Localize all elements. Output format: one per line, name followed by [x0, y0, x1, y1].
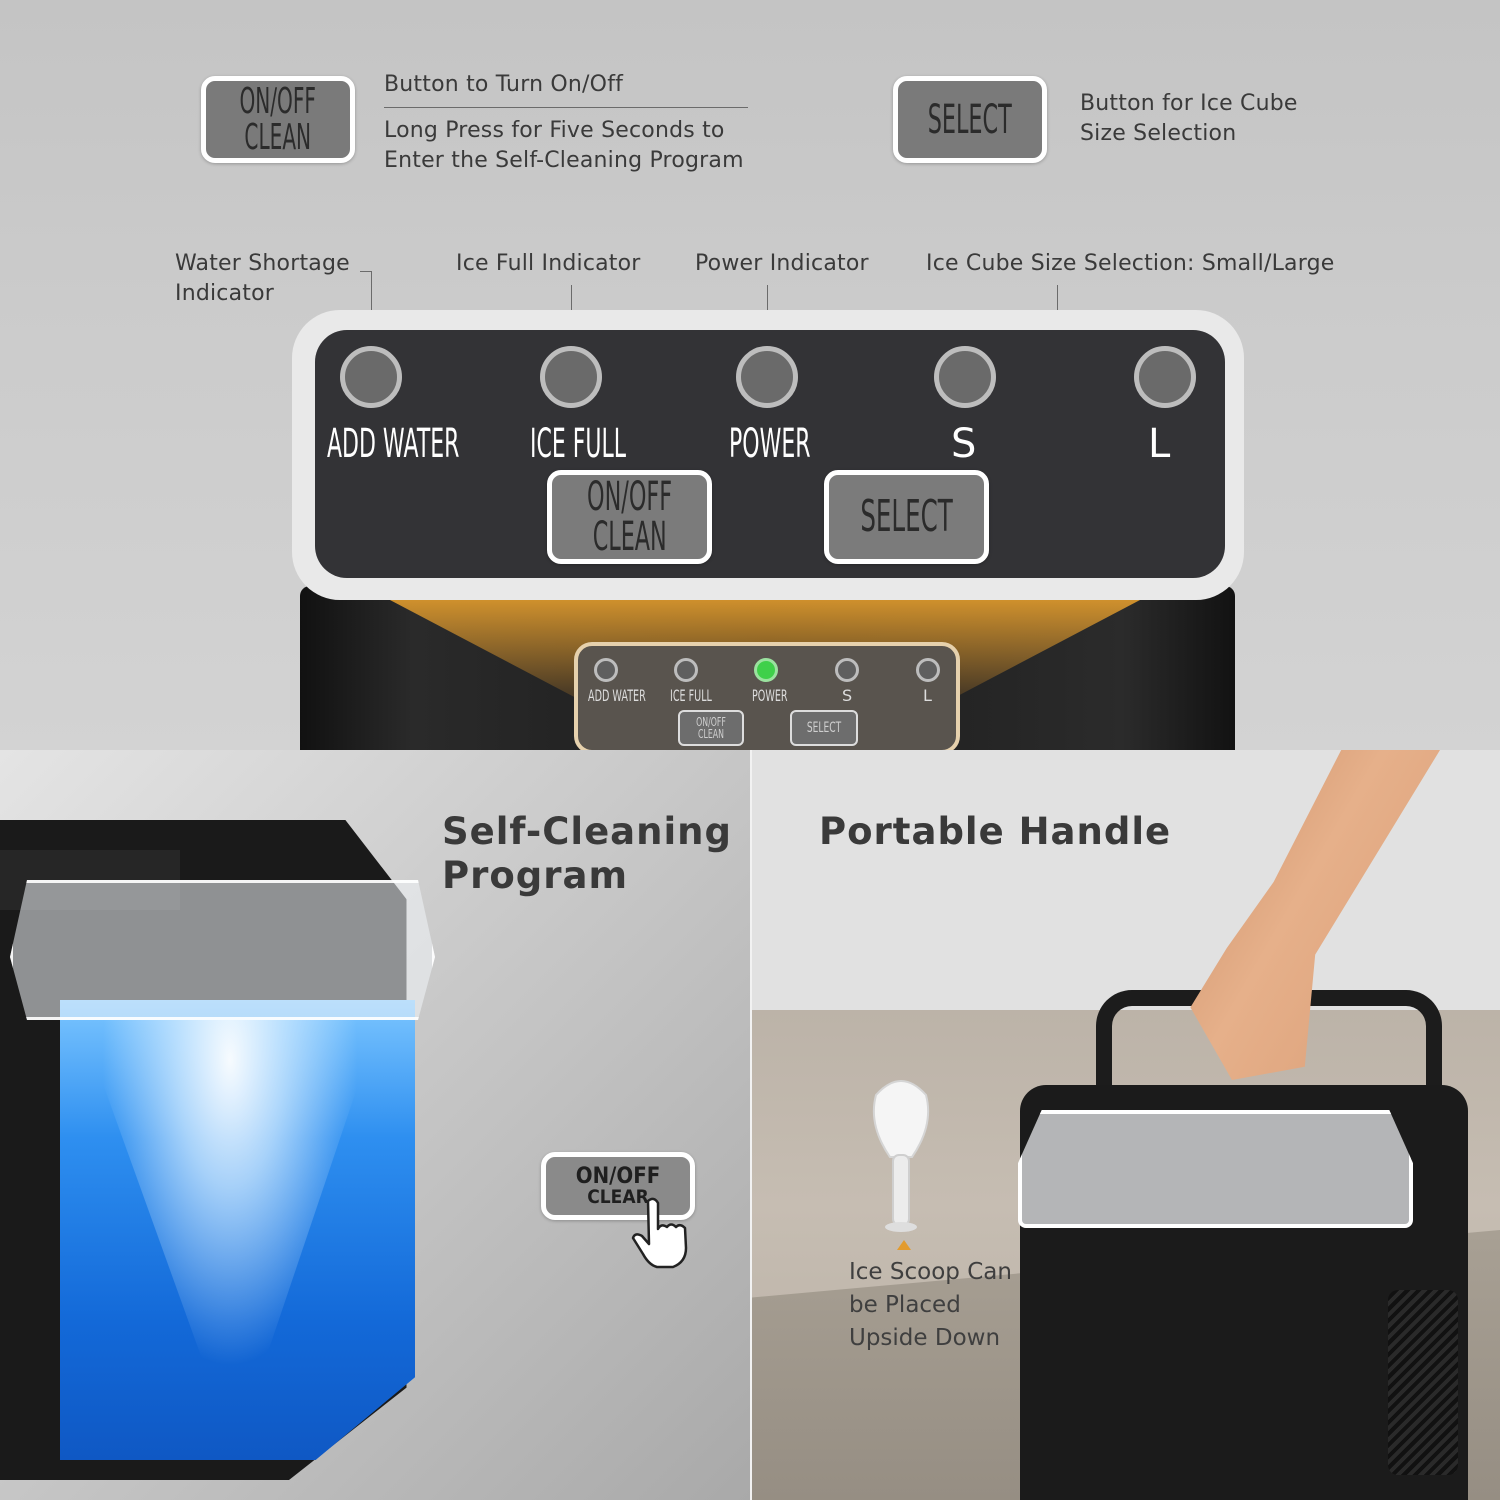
mini-ice-full-led — [674, 658, 698, 682]
mini-label-add-water: ADD WATER — [588, 686, 646, 705]
callout-ice-full: Ice Full Indicator — [456, 251, 641, 276]
onoff-clear-button-illustration: ON/OFF CLEAR — [541, 1152, 695, 1220]
callout-line-water-v — [371, 271, 372, 341]
onoff-label: ON/OFF — [239, 80, 317, 122]
mini-label-l: L — [923, 686, 932, 705]
panel-label-l: L — [1148, 421, 1171, 467]
add-water-led — [340, 346, 402, 408]
callout-power: Power Indicator — [695, 251, 869, 276]
ice-maker-lid — [1018, 1110, 1413, 1228]
ice-scoop-caption-line1: Ice Scoop Can — [849, 1259, 1012, 1285]
select-label: SELECT — [928, 96, 1012, 143]
caption-divider — [384, 107, 748, 108]
self-cleaning-title-line2: Program — [442, 854, 629, 897]
callout-size-selection: Ice Cube Size Selection: Small/Large — [926, 251, 1335, 276]
ice-scoop-caption-line2: be Placed — [849, 1292, 961, 1318]
mini-label-s: S — [842, 686, 853, 705]
self-cleaning-title-line1: Self-Cleaning — [442, 810, 732, 853]
select-caption-line1: Button for Ice Cube — [1080, 91, 1298, 116]
panel-onoff-label: ON/OFF — [587, 474, 672, 520]
ice-scoop-caption-line3: Upside Down — [849, 1325, 1001, 1351]
panel-select-label: SELECT — [860, 491, 953, 542]
onoff-clear-line1: ON/OFF — [575, 1163, 661, 1189]
pointing-hand-icon — [631, 1197, 688, 1269]
panel-clean-label: CLEAN — [592, 514, 667, 560]
clean-label: CLEAN — [244, 116, 312, 158]
ice-full-led — [540, 346, 602, 408]
callout-line-size-stem — [1057, 285, 1058, 320]
transparent-lid — [10, 880, 435, 1020]
mini-label-ice-full: ICE FULL — [670, 686, 712, 705]
callout-water-shortage-line2: Indicator — [175, 281, 275, 306]
large-size-led — [1134, 346, 1196, 408]
onoff-caption-2-line1: Long Press for Five Seconds to — [384, 118, 725, 143]
panel-label-ice-full: ICE FULL — [530, 421, 627, 467]
mini-large-led — [916, 658, 940, 682]
mini-select-button: SELECT — [790, 710, 858, 746]
mini-label-power: POWER — [752, 686, 788, 705]
panel-label-power: POWER — [729, 421, 811, 467]
onoff-clear-line2: CLEAR — [587, 1185, 649, 1208]
panel-label-add-water: ADD WATER — [327, 421, 460, 467]
small-size-led — [934, 346, 996, 408]
onoff-caption-1: Button to Turn On/Off — [384, 72, 624, 97]
mini-add-water-led — [594, 658, 618, 682]
ice-scoop-caption: Ice Scoop Can be Placed Upside Down — [849, 1256, 1012, 1355]
callout-line-water-h — [360, 271, 372, 272]
callout-water-shortage-line1: Water Shortage — [175, 251, 350, 276]
onoff-caption-2-line2: Enter the Self-Cleaning Program — [384, 148, 744, 173]
panel-onoff-clean-button[interactable]: ON/OFF CLEAN — [547, 470, 712, 564]
section-divider — [750, 750, 752, 1500]
ice-scoop-image — [872, 1080, 930, 1232]
onoff-clean-button-illustration: ON/OFF CLEAN — [201, 76, 355, 163]
portable-handle-title: Portable Handle — [819, 810, 1172, 853]
side-vent — [1388, 1290, 1458, 1475]
select-button-illustration: SELECT — [893, 76, 1047, 163]
panel-select-button[interactable]: SELECT — [824, 470, 989, 564]
select-caption-line2: Size Selection — [1080, 121, 1237, 146]
power-led — [736, 346, 798, 408]
mini-small-led — [835, 658, 859, 682]
panel-label-s: S — [951, 421, 977, 467]
scoop-marker-icon — [897, 1240, 911, 1250]
mini-power-led — [754, 658, 778, 682]
